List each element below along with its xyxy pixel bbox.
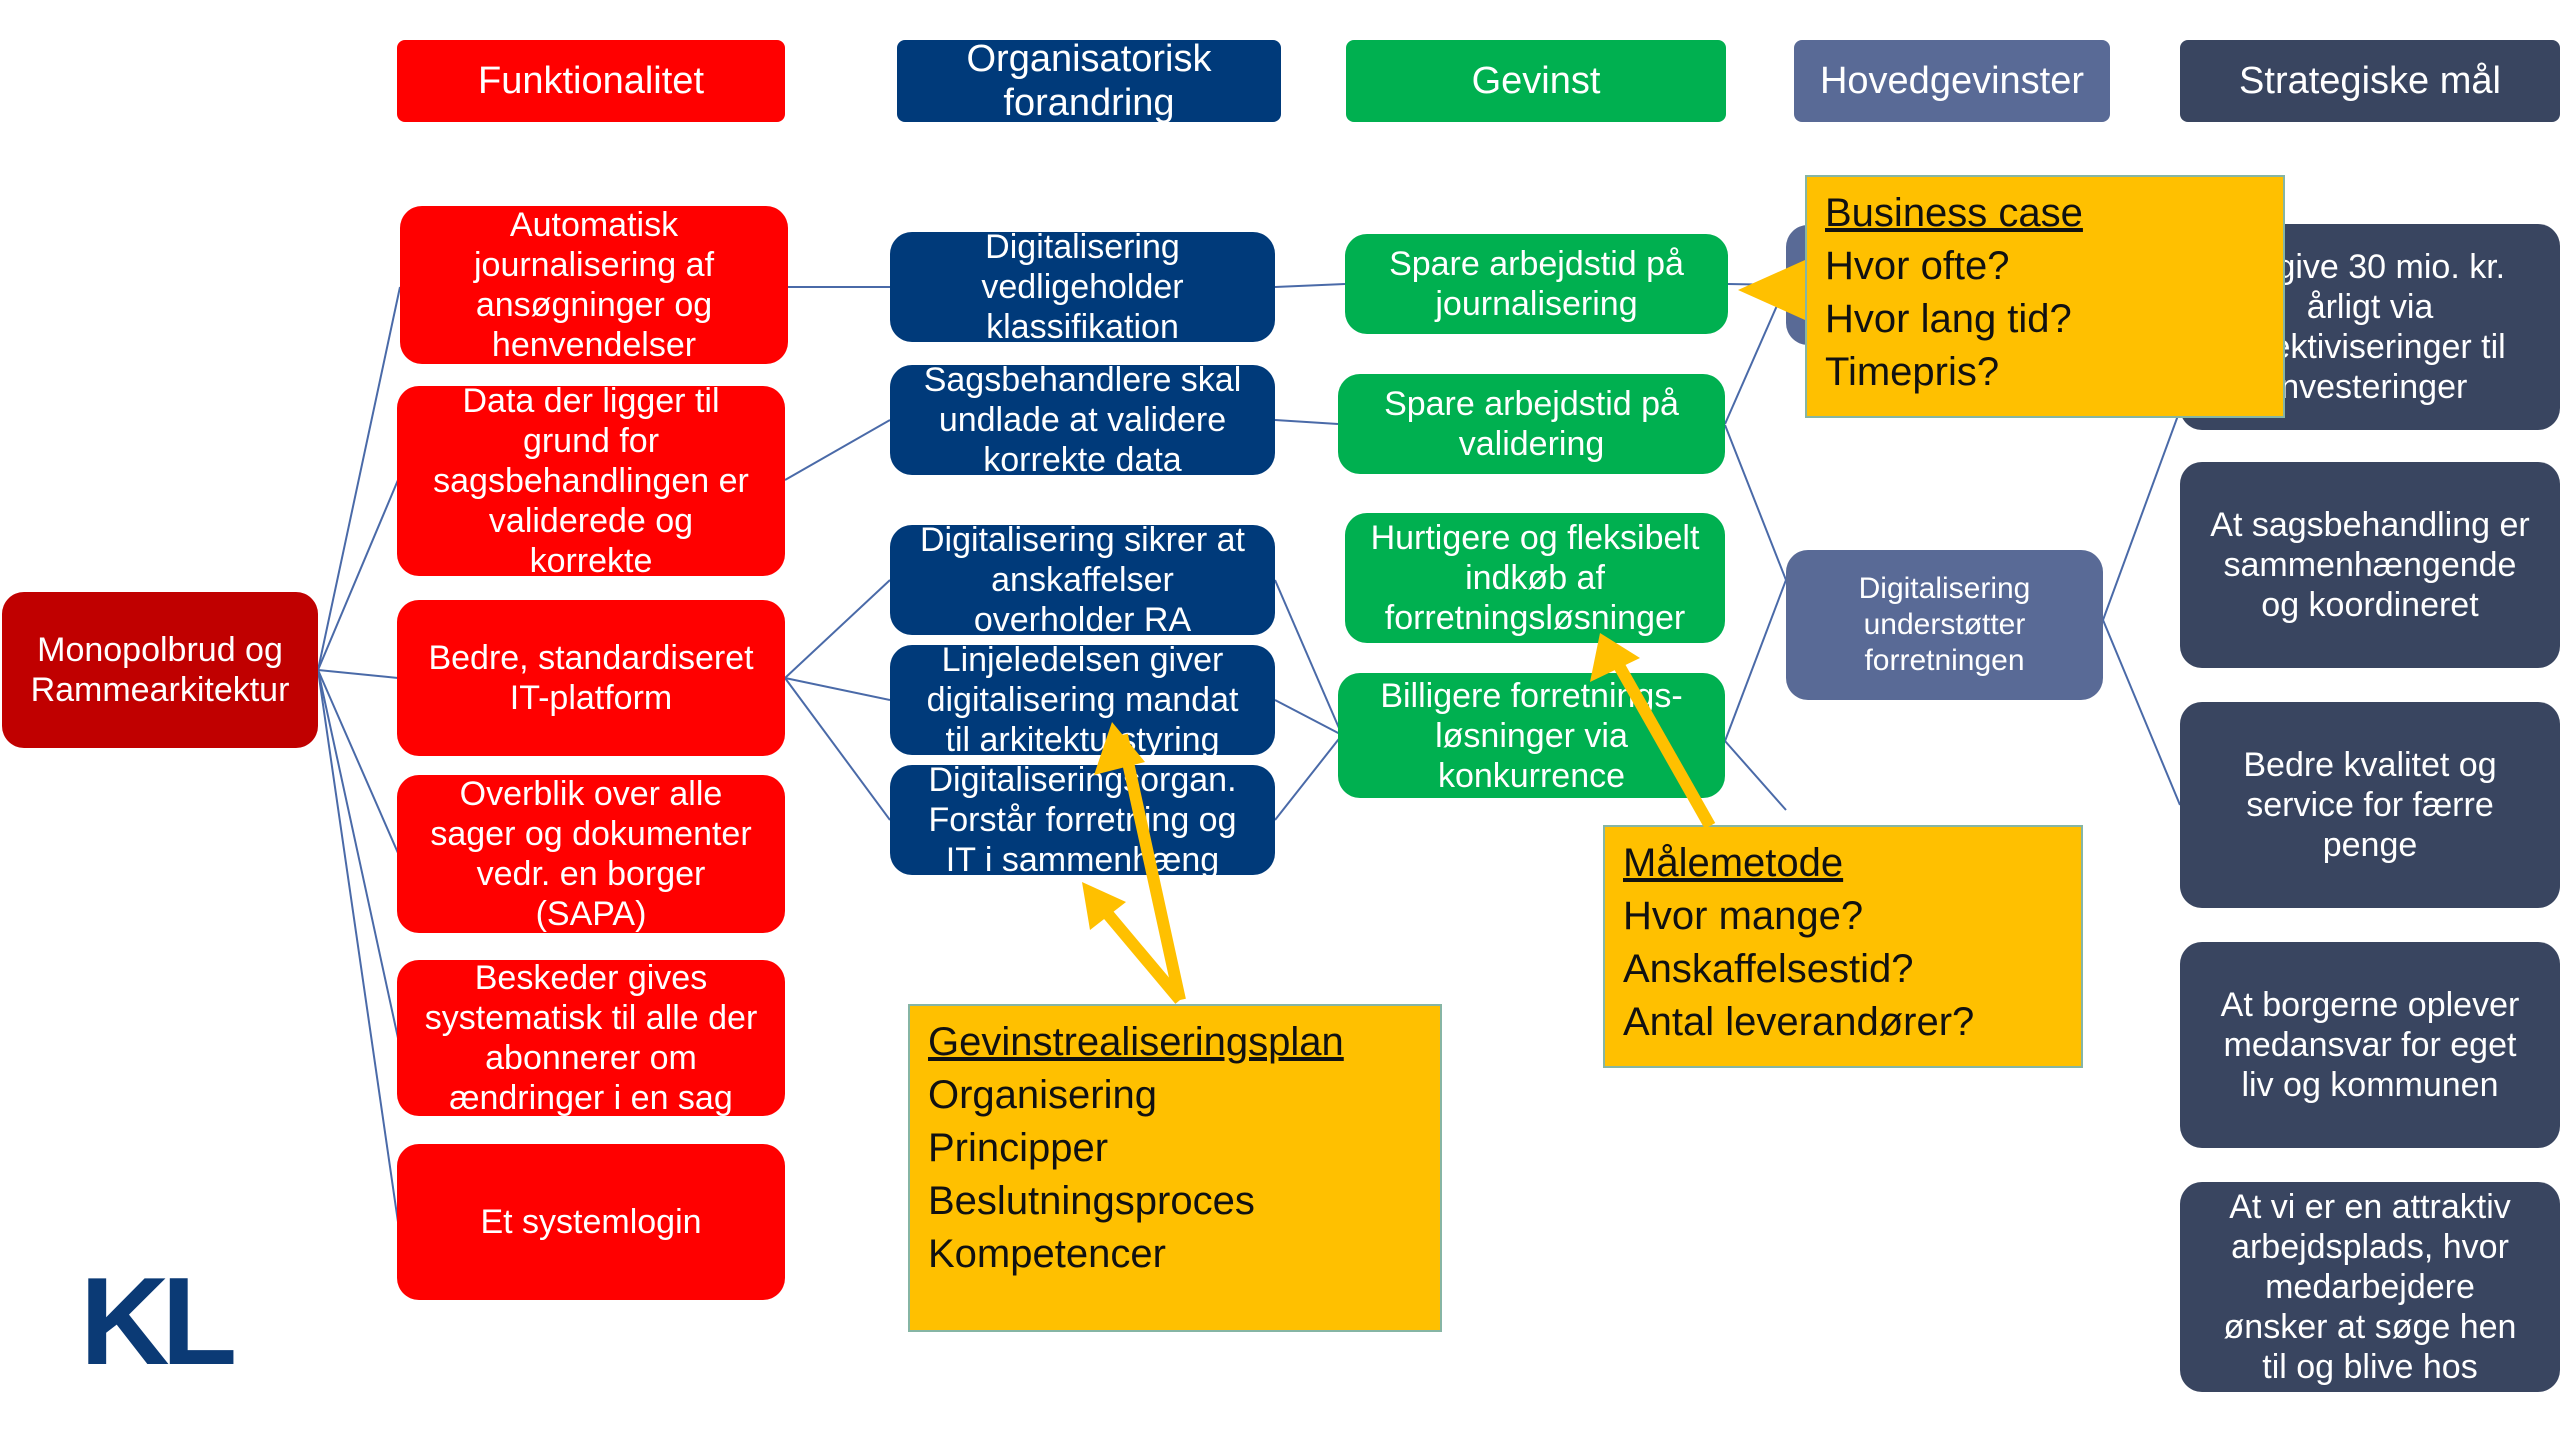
organisatorisk-item: Linjeledelsen giver digitalisering manda… <box>890 645 1275 755</box>
strategisk-maal-item: At borgerne oplever medansvar for eget l… <box>2180 942 2560 1148</box>
hovedgevinst-item: Digitalisering understøtter forretningen <box>1786 550 2103 700</box>
gevinst-item: Hurtigere og fleksibelt indkøb af forret… <box>1345 513 1725 643</box>
note-title: Business case <box>1825 191 2083 235</box>
funktionalitet-item: Beskeder gives systematisk til alle der … <box>397 960 785 1116</box>
organisatorisk-item: Digitalisering vedligeholder klassifikat… <box>890 232 1275 342</box>
header-gevinst: Gevinst <box>1346 40 1726 122</box>
organisatorisk-item: Digitalisering sikrer at anskaffelser ov… <box>890 525 1275 635</box>
strategisk-maal-item: Bedre kvalitet og service for færre peng… <box>2180 702 2560 908</box>
funktionalitet-item: Bedre, standardiseret IT-platform <box>397 600 785 756</box>
arrow-gevinstplan-head-b <box>1082 882 1126 930</box>
header-hovedgevinster: Hovedgevinster <box>1794 40 2110 122</box>
note-malemetode: Målemetode Hvor mange? Anskaffelsestid? … <box>1603 825 2083 1068</box>
arrow-business-case <box>1738 260 1805 320</box>
organisatorisk-item: Sagsbehandlere skal undlade at validere … <box>890 365 1275 475</box>
funktionalitet-item: Automatisk journalisering af ansøgninger… <box>400 206 788 364</box>
note-line: Hvor mange? <box>1623 894 1864 938</box>
header-strategiske-maal: Strategiske mål <box>2180 40 2560 122</box>
arrow-malemetode-head <box>1590 633 1640 682</box>
header-organisatorisk-forandring: Organisatorisk forandring <box>897 40 1281 122</box>
note-business-case: Business case Hvor ofte? Hvor lang tid? … <box>1805 175 2285 418</box>
note-title: Gevinstrealiseringsplan <box>928 1020 1344 1064</box>
note-line: Beslutningsproces <box>928 1179 1255 1223</box>
note-line: Hvor lang tid? <box>1825 297 2072 341</box>
note-line: Principper <box>928 1126 1109 1170</box>
gevinst-item: Spare arbejdstid på validering <box>1338 374 1725 474</box>
arrow-gevinstplan-shaft-a <box>1116 733 1186 1002</box>
note-title: Målemetode <box>1623 841 1844 885</box>
gevinst-item: Spare arbejdstid på journalisering <box>1345 234 1728 334</box>
funktionalitet-item: Overblik over alle sager og dokumenter v… <box>397 775 785 933</box>
strategisk-maal-item: At vi er en attraktiv arbejdsplads, hvor… <box>2180 1182 2560 1392</box>
note-line: Organisering <box>928 1073 1158 1117</box>
note-line: Hvor ofte? <box>1825 244 2010 288</box>
arrow-gevinstplan-shaft-b <box>1091 896 1185 1004</box>
note-gevinstrealiseringsplan: Gevinstrealiseringsplan Organisering Pri… <box>908 1004 1442 1332</box>
note-line: Anskaffelsestid? <box>1623 947 1914 991</box>
header-funktionalitet: Funktionalitet <box>397 40 785 122</box>
funktionalitet-item: Et systemlogin <box>397 1144 785 1300</box>
kl-logo: KL <box>80 1253 237 1391</box>
note-line: Antal leverandører? <box>1623 1000 1975 1044</box>
arrow-gevinstplan-head-a <box>1094 722 1145 775</box>
note-line: Kompetencer <box>928 1232 1166 1276</box>
root-monopolbrud-rammearkitektur: Monopolbrud og Rammearkitektur <box>2 592 318 748</box>
strategisk-maal-item: At sagsbehandling er sammenhængende og k… <box>2180 462 2560 668</box>
organisatorisk-item: Digitaliseringsorgan. Forstår forretning… <box>890 765 1275 875</box>
funktionalitet-item: Data der ligger til grund for sagsbehand… <box>397 386 785 576</box>
note-line: Timepris? <box>1825 350 2000 394</box>
arrow-malemetode-shaft <box>1607 652 1716 829</box>
